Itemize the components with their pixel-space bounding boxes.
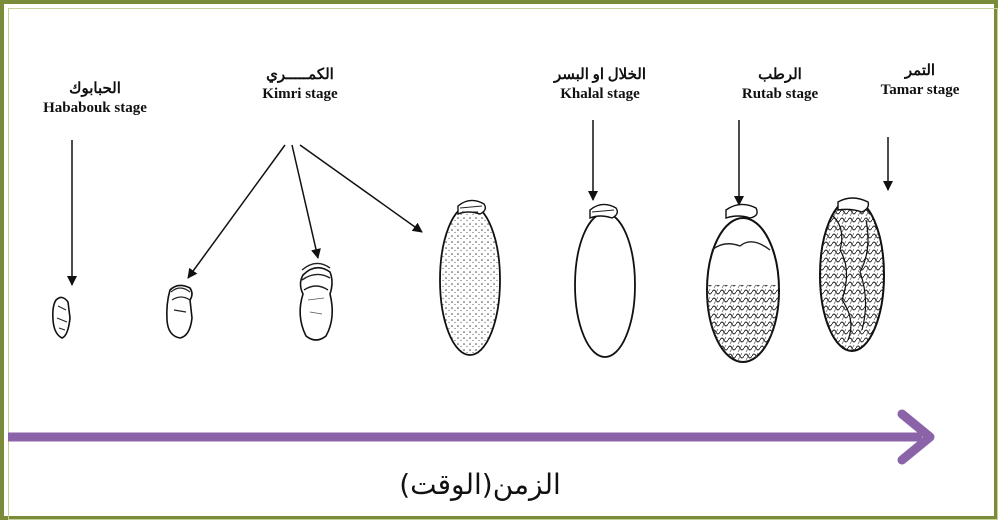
fruit-tamar (820, 198, 884, 351)
fruit-kimri-medium (300, 263, 332, 340)
time-axis-label: الزمن(الوقت) (350, 468, 610, 501)
fruit-rutab (707, 204, 779, 362)
arrow-kimri-2 (292, 145, 318, 258)
fruit-kimri-large (440, 200, 500, 355)
arrow-kimri-3 (300, 145, 422, 232)
time-axis-arrow (8, 414, 930, 460)
fruit-khalal (575, 204, 635, 357)
arrow-kimri-1 (188, 145, 285, 278)
fruit-kimri-small (167, 285, 192, 338)
fruit-hababouk (53, 297, 70, 338)
